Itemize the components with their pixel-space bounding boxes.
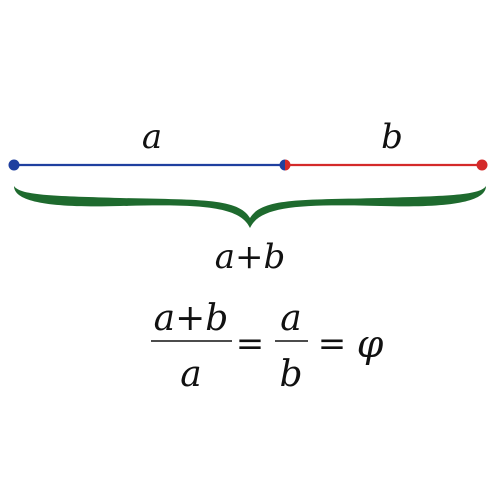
brace-label: a+b <box>215 237 286 277</box>
fraction-1-numerator: a+b <box>154 298 229 339</box>
fraction-1-denominator: a <box>180 354 201 395</box>
split-point <box>279 159 291 171</box>
segment-a-label: a <box>142 117 162 157</box>
curly-brace <box>14 186 486 228</box>
fraction-2-denominator: b <box>279 354 302 395</box>
phi-symbol: φ <box>357 322 384 366</box>
segment-b-label: b <box>381 117 403 157</box>
right-endpoint <box>476 159 488 171</box>
equals-sign-1: = <box>236 324 265 364</box>
fraction-2-numerator: a <box>280 298 301 339</box>
left-endpoint <box>8 159 20 171</box>
equals-sign-2: = <box>318 324 347 364</box>
